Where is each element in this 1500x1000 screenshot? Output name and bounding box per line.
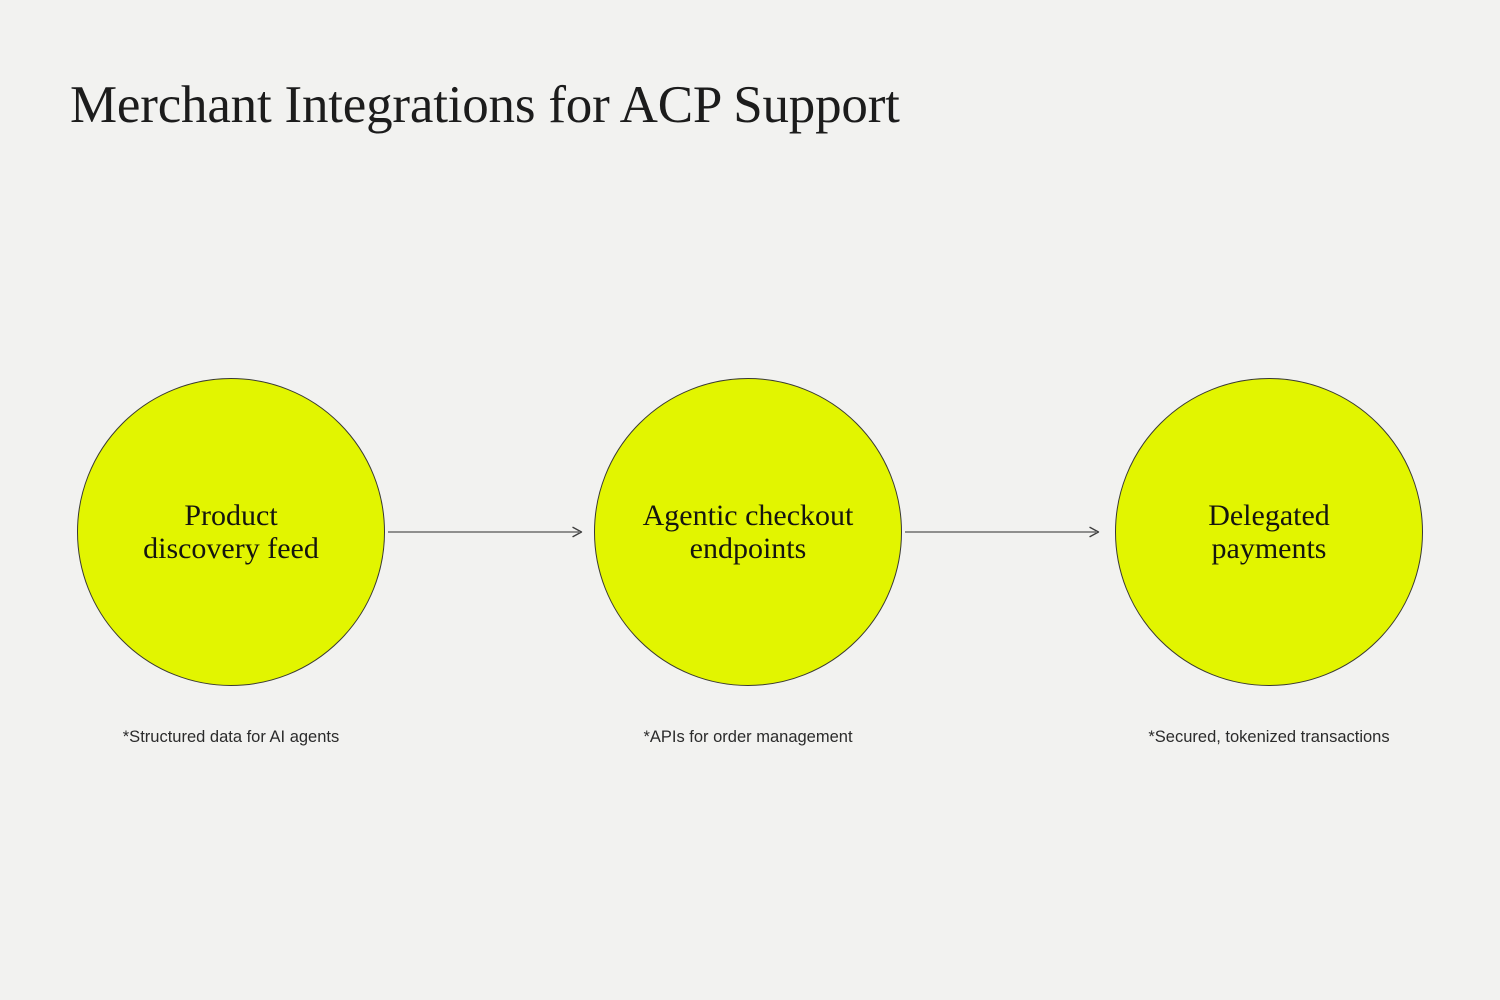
node-caption: *Secured, tokenized transactions: [1148, 728, 1390, 746]
page-title: Merchant Integrations for ACP Support: [70, 76, 900, 134]
node-caption: *Structured data for AI agents: [122, 728, 340, 746]
node-label: Product discovery feed: [143, 499, 319, 565]
connector-arrow-2: [905, 524, 1103, 540]
flow-node-delegated-payments[interactable]: Delegated payments *Secured, tokenized t…: [1115, 378, 1423, 746]
connector-arrow-1: [388, 524, 586, 540]
node-circle: [1115, 378, 1423, 686]
flow-node-product-discovery-feed[interactable]: Product discovery feed *Structured data …: [77, 378, 385, 746]
node-circle: [594, 378, 902, 686]
node-caption: *APIs for order management: [643, 728, 853, 746]
node-label: Agentic checkout endpoints: [642, 499, 854, 565]
node-label: Delegated payments: [1208, 499, 1330, 565]
flow-node-agentic-checkout-endpoints[interactable]: Agentic checkout endpoints *APIs for ord…: [594, 378, 902, 746]
node-circle: [77, 378, 385, 686]
